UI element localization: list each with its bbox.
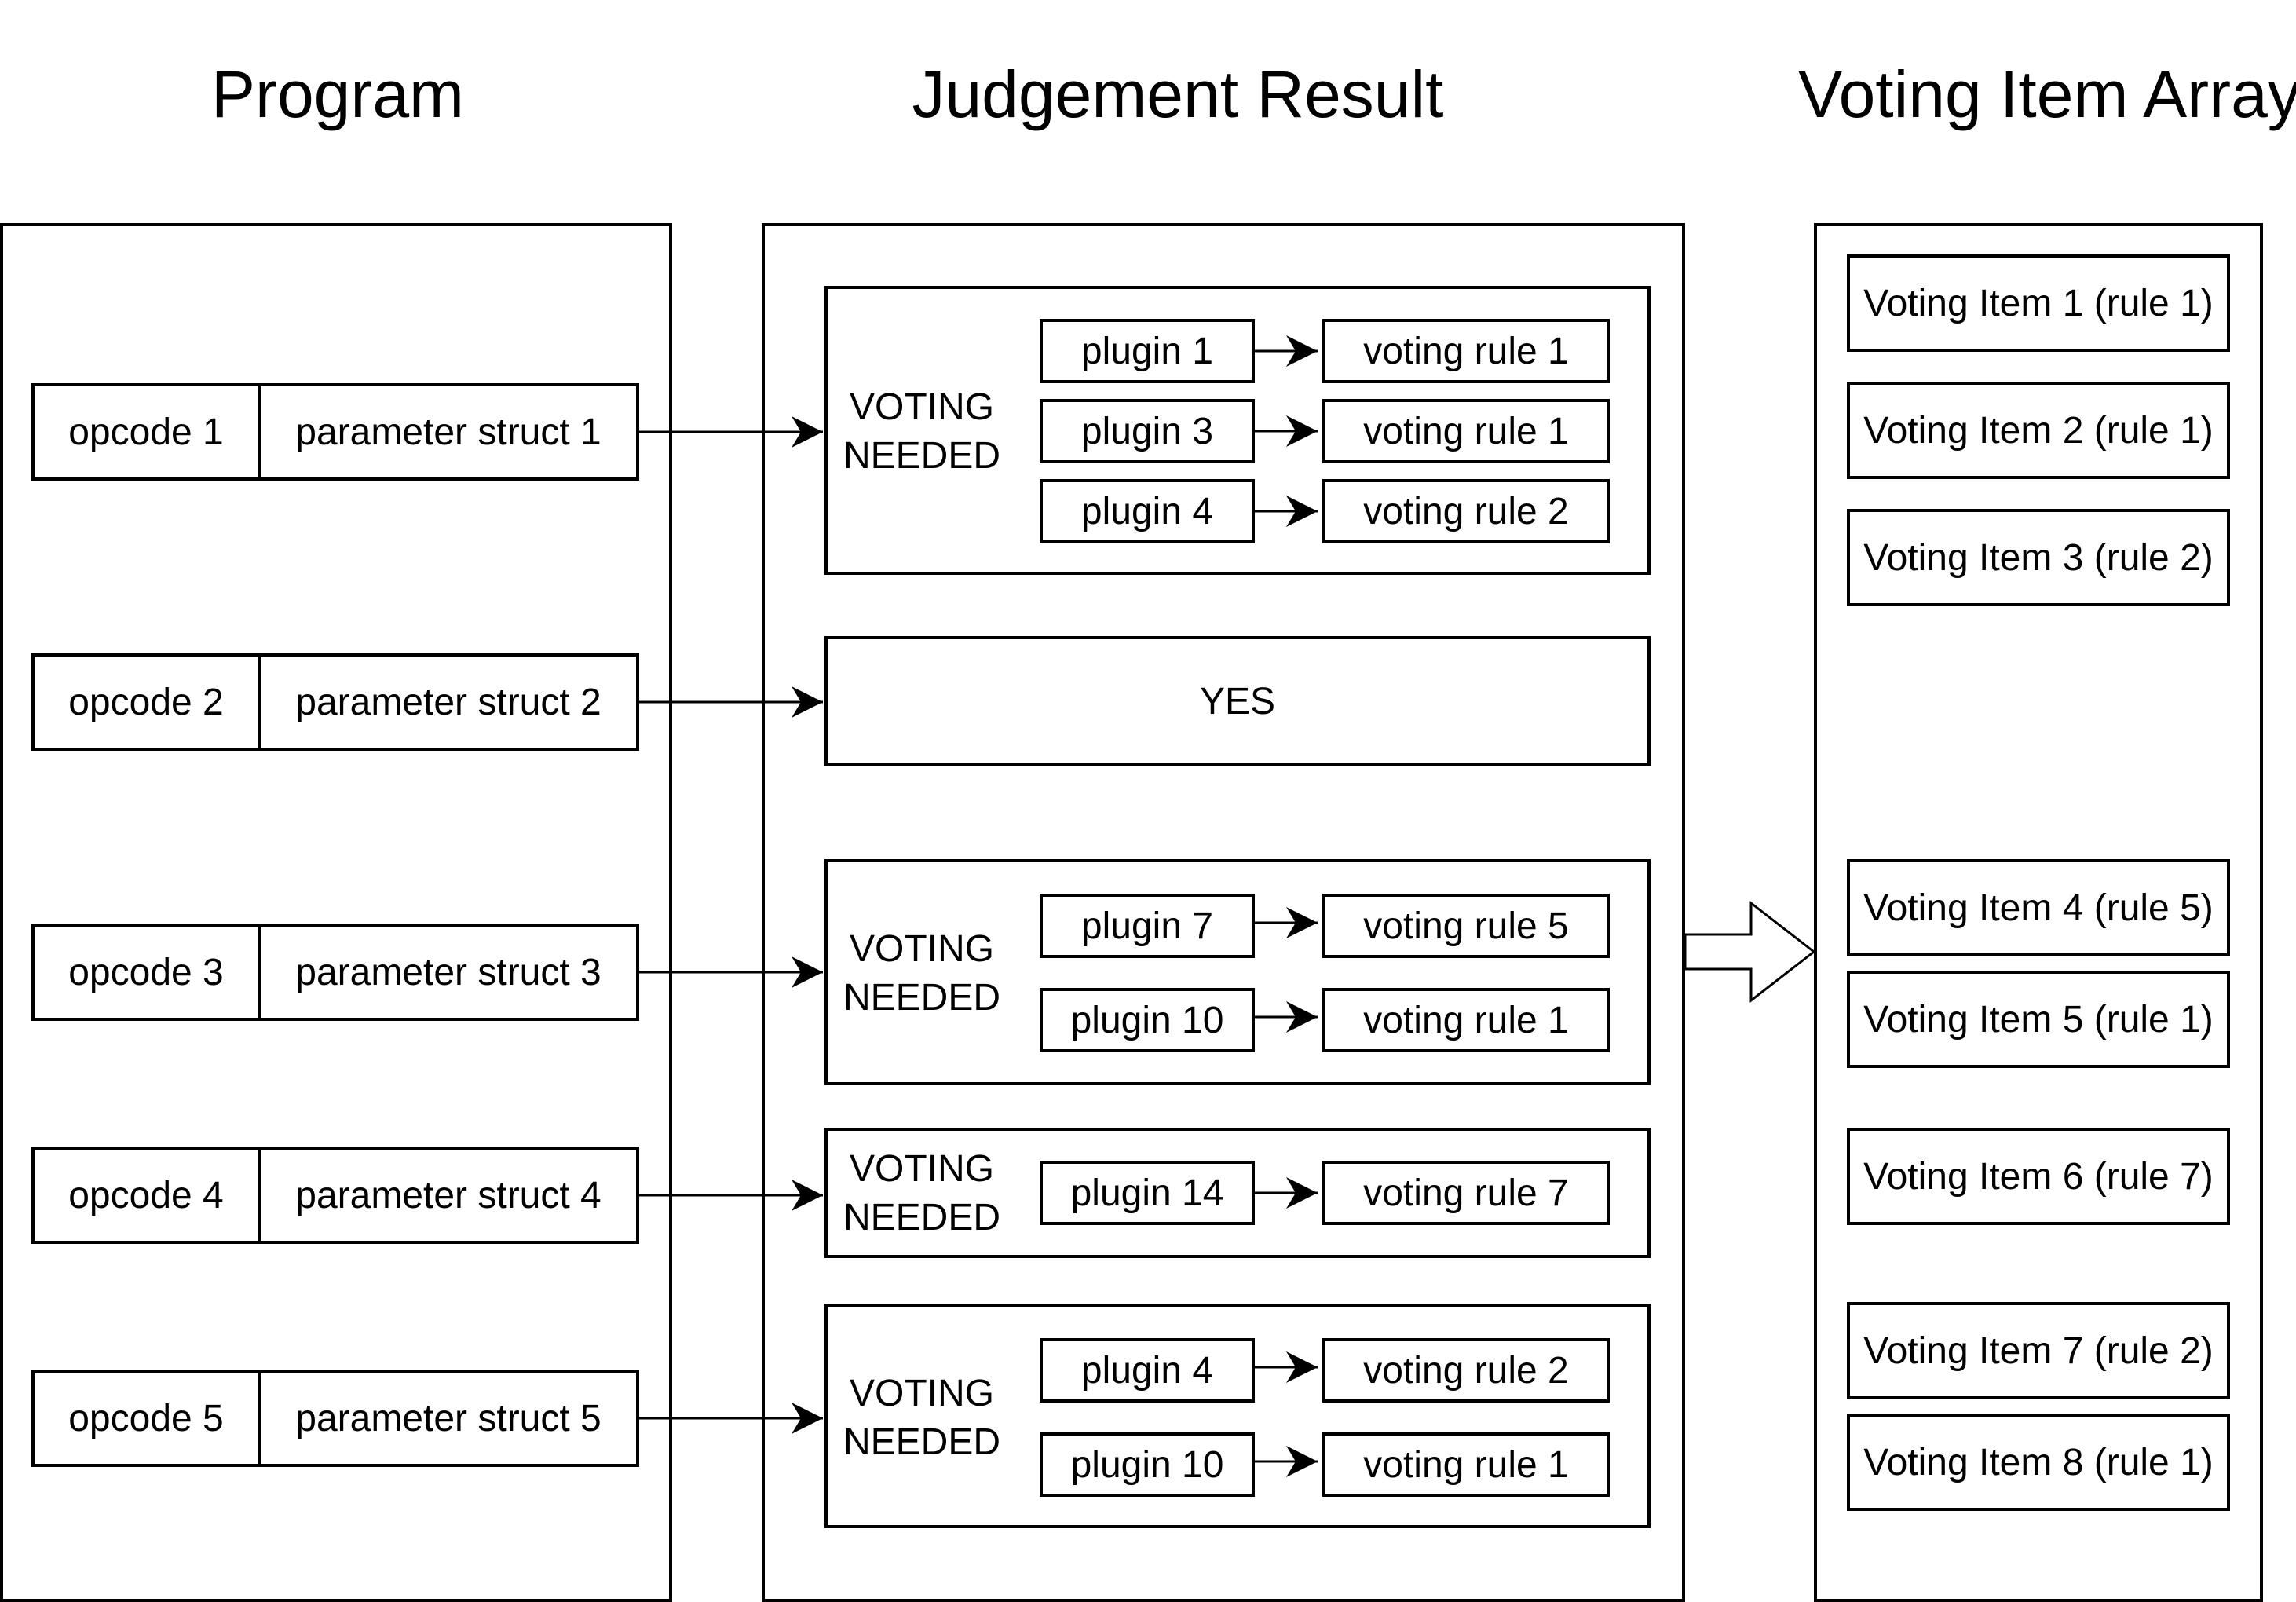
big-hollow-arrow [1684, 900, 1816, 1004]
program-row: opcode 5 parameter struct 5 [31, 1370, 639, 1467]
plugin-box: plugin 4 [1040, 479, 1255, 543]
parameter-struct-cell: parameter struct 2 [295, 681, 601, 723]
opcode-cell: opcode 5 [35, 1373, 261, 1464]
program-heading: Program [210, 57, 465, 131]
voting-rule-box: voting rule 2 [1322, 1338, 1610, 1403]
plugin-box: plugin 10 [1040, 988, 1255, 1052]
voting-item: Voting Item 7 (rule 2) [1847, 1302, 2230, 1399]
voting-item: Voting Item 8 (rule 1) [1847, 1414, 2230, 1511]
voting-item: Voting Item 2 (rule 1) [1847, 382, 2230, 479]
program-row: opcode 4 parameter struct 4 [31, 1147, 639, 1244]
yes-label: YES [1199, 680, 1276, 722]
plugin-box: plugin 4 [1040, 1338, 1255, 1403]
yes-result-box: YES [824, 636, 1651, 766]
voting-rule-box: voting rule 1 [1322, 319, 1610, 383]
voting-rule-box: voting rule 1 [1322, 399, 1610, 463]
parameter-struct-cell: parameter struct 4 [295, 1174, 601, 1216]
program-row: opcode 2 parameter struct 2 [31, 653, 639, 751]
plugin-box: plugin 7 [1040, 894, 1255, 958]
program-row: opcode 1 parameter struct 1 [31, 383, 639, 481]
parameter-struct-cell: parameter struct 1 [295, 411, 601, 453]
opcode-cell: opcode 2 [35, 657, 261, 748]
voting-rule-box: voting rule 1 [1322, 988, 1610, 1052]
opcode-cell: opcode 4 [35, 1150, 261, 1241]
voting-rule-box: voting rule 1 [1322, 1432, 1610, 1497]
plugin-box: plugin 10 [1040, 1432, 1255, 1497]
voting-rule-box: voting rule 7 [1322, 1161, 1610, 1225]
voting-rule-box: voting rule 5 [1322, 894, 1610, 958]
voting-item: Voting Item 5 (rule 1) [1847, 971, 2230, 1068]
voting-item: Voting Item 1 (rule 1) [1847, 254, 2230, 352]
voting-item-array-heading: Voting Item Array [1798, 57, 2296, 131]
opcode-cell: opcode 3 [35, 927, 261, 1018]
plugin-box: plugin 3 [1040, 399, 1255, 463]
voting-item: Voting Item 4 (rule 5) [1847, 859, 2230, 956]
opcode-cell: opcode 1 [35, 386, 261, 477]
parameter-struct-cell: parameter struct 5 [295, 1397, 601, 1439]
judgement-result-heading: Judgement Result [912, 57, 1444, 131]
plugin-box: plugin 1 [1040, 319, 1255, 383]
program-row: opcode 3 parameter struct 3 [31, 924, 639, 1021]
voting-item: Voting Item 3 (rule 2) [1847, 509, 2230, 606]
voting-item: Voting Item 6 (rule 7) [1847, 1128, 2230, 1225]
plugin-box: plugin 14 [1040, 1161, 1255, 1225]
voting-rule-box: voting rule 2 [1322, 479, 1610, 543]
parameter-struct-cell: parameter struct 3 [295, 951, 601, 993]
